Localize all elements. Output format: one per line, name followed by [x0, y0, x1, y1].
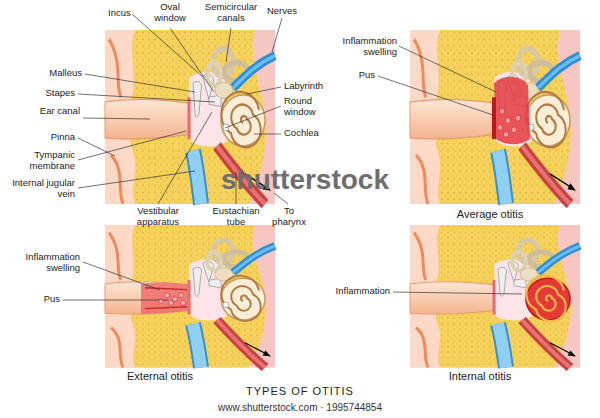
- part-label: Stapes: [20, 88, 75, 99]
- diagram-title: TYPES OF OTITIS: [225, 385, 375, 398]
- part-label: Labyrinth: [284, 81, 344, 92]
- part-label: Tympanic membrane: [5, 150, 75, 172]
- ear-average-otitis: [410, 30, 580, 204]
- part-label: Pus: [20, 294, 60, 305]
- panel-title: Average otitis: [440, 208, 540, 221]
- part-label: Nerves: [262, 6, 302, 17]
- cochlea-inflammation: [526, 276, 570, 321]
- part-label: Ear canal: [30, 106, 80, 117]
- part-label: Pus: [345, 70, 375, 81]
- part-label: Pinna: [20, 132, 75, 143]
- part-label: Vestibular apparatus: [126, 206, 190, 228]
- panel-title: External otitis: [110, 370, 210, 383]
- part-label: Semicircular canals: [200, 2, 262, 24]
- ear-internal-otitis: [410, 225, 580, 368]
- part-label: Malleus: [20, 68, 82, 79]
- watermark: shutterstock: [205, 164, 405, 196]
- panel-title: Internal otitis: [430, 370, 530, 383]
- part-label: Internal jugular vein: [5, 178, 75, 200]
- watermark-url: www.shutterstock.com · 1995744854: [140, 402, 460, 414]
- leader-lines: [63, 14, 522, 300]
- part-label: Inflammation: [305, 286, 390, 297]
- part-label: Eustachian tube: [208, 206, 264, 228]
- part-label: Incus: [108, 8, 148, 19]
- part-label: Oval window: [150, 2, 190, 24]
- part-label: Inflammation swelling: [325, 36, 397, 58]
- middle-ear-inflammation: [494, 77, 530, 145]
- ear-canal-inflammation: [141, 283, 189, 314]
- part-label: Inflammation swelling: [8, 252, 80, 274]
- part-label: Cochlea: [284, 128, 334, 139]
- ear-external-otitis: [105, 225, 275, 368]
- part-label: Round window: [284, 96, 330, 118]
- part-label: To pharynx: [266, 206, 312, 228]
